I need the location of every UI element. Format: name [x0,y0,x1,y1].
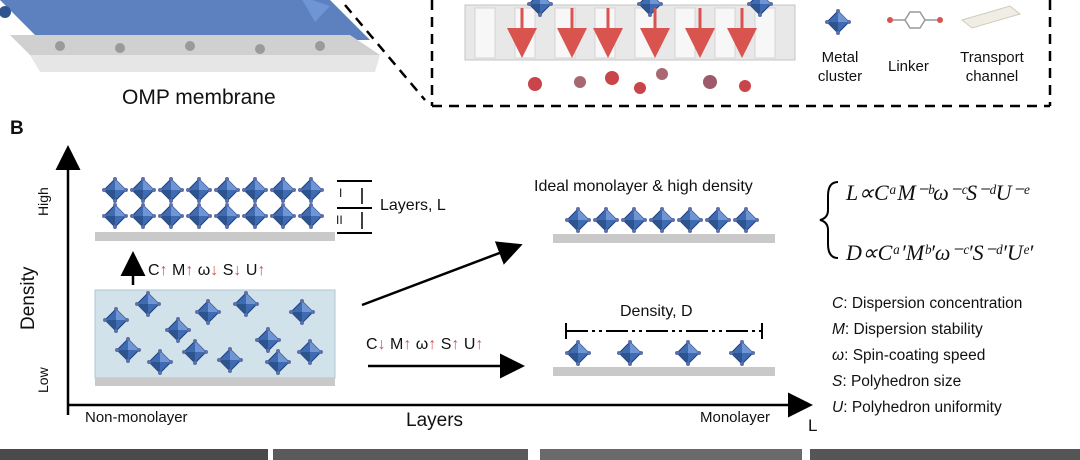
linker-icon [887,11,943,29]
sem-image-strip [0,449,1080,460]
definition-c: C: Dispersion concentration [832,295,1023,312]
layers-label: Layers, L [380,197,446,214]
legend-linker: Linker [888,58,929,75]
equation-density: D∝Cᵃ′Mᵇ′ω⁻ᶜ′S⁻ᵈ′Uᵉ′ [846,240,1034,265]
ideal-monolayer [553,206,775,243]
equation-brace [819,181,839,259]
definition-m: M: Dispersion stability [832,321,983,338]
layer-mark-ii: II [336,213,343,227]
y-high-label: High [35,187,51,216]
legend-transport-channel: Transport channel [960,49,1024,85]
equation-layers: L∝CᵃM⁻ᵇω⁻ᶜS⁻ᵈU⁻ᵉ [846,180,1029,205]
definition-u: U: Polyhedron uniformity [832,399,1002,416]
legend-metal-cluster: Metal cluster [817,49,863,85]
omp-membrane-label: OMP membrane [122,86,276,109]
transport-channel-icon [960,5,1022,29]
vertical-trend-label: C↑ M↑ ω↓ S↓ U↑ [148,262,266,279]
y-low-label: Low [35,367,51,393]
ideal-monolayer-label: Ideal monolayer & high density [534,178,753,195]
x-axis-label: Layers [406,410,464,431]
omp-membrane-illustration [0,0,380,72]
callout-line [344,4,426,101]
layer-mark-i: I [339,186,343,200]
x-right-label: Monolayer [700,409,771,426]
definition-s: S: Polyhedron size [832,373,962,390]
horizontal-trend-label: C↓ M↑ ω↑ S↑ U↑ [366,336,484,353]
low-density-monolayer [553,323,775,376]
definition-omega: ω: Spin-coating speed [832,347,986,364]
panel-b-letter: B [10,118,24,139]
metal-cluster-icon [824,8,852,36]
x-axis-symbol: L [808,416,818,435]
density-label: Density, D [620,303,693,320]
diagonal-arrow [361,241,523,307]
zoom-inset [464,0,796,94]
y-axis-label: Density [18,266,39,330]
dispersion-container [94,289,336,386]
x-left-label: Non-monolayer [85,409,188,426]
multilayer-stack [95,176,372,241]
